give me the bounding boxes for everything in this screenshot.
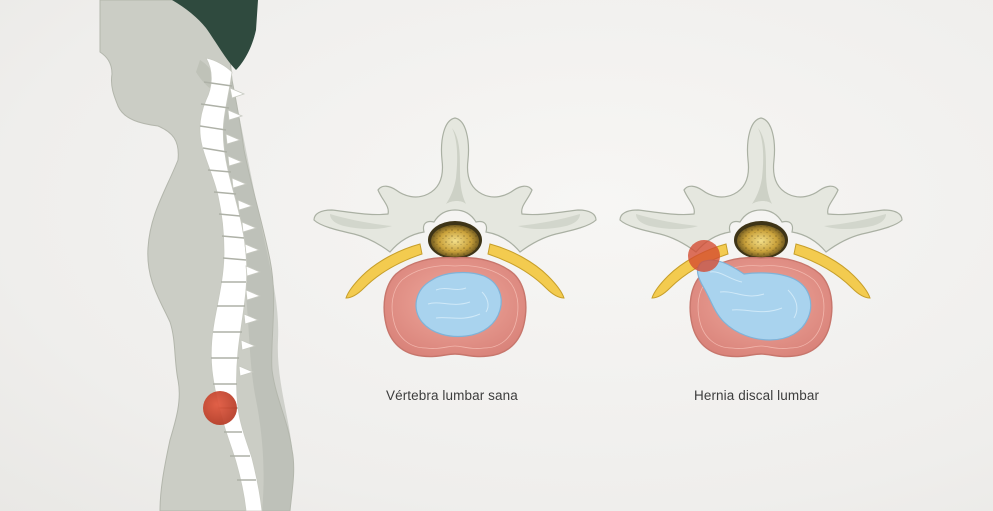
- healthy-vertebra: [313, 117, 597, 358]
- arch-shade: [446, 128, 466, 204]
- nerve-root-right: [487, 243, 565, 299]
- human-figure: [99, 0, 295, 511]
- caption-herniated-disc: Hernia discal lumbar: [694, 388, 820, 403]
- herniated-vertebra: [619, 117, 903, 358]
- herniation-marker: [203, 391, 237, 425]
- herniation-marker: [688, 240, 720, 272]
- spinous-processes: [225, 87, 262, 377]
- nerve-root-right: [793, 243, 871, 299]
- herniated-nucleus: [696, 259, 812, 341]
- hair: [172, 0, 258, 70]
- vertebra-lines: [199, 81, 256, 481]
- caption-healthy-vertebra: Vértebra lumbar sana: [386, 388, 518, 403]
- nerve-root-left: [345, 243, 423, 299]
